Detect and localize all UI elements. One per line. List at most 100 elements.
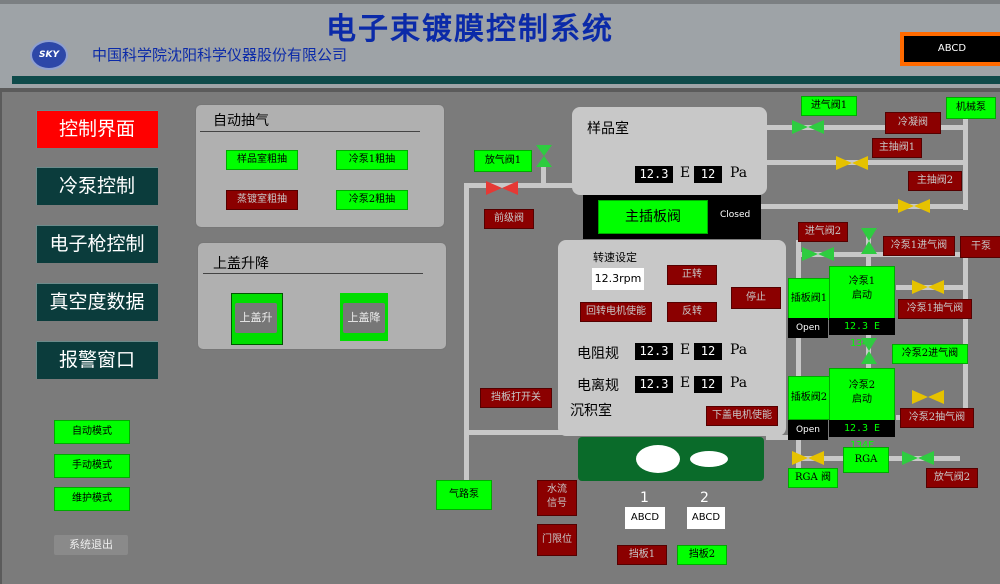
vent-valve-2-button[interactable]: 放气阀2 <box>926 468 978 488</box>
main-pump-valve-2-icon[interactable] <box>898 198 930 213</box>
shutter-1-button[interactable]: 挡板1 <box>617 545 667 565</box>
company-logo: SKY <box>30 40 68 70</box>
cp1-pump-valve-button[interactable]: 冷泵1抽气阀 <box>898 299 972 319</box>
sample-pressure-unit: Pa <box>730 165 748 181</box>
nav-vacuum[interactable]: 真空度数据 <box>36 283 158 321</box>
cp2-inlet-valve-icon[interactable] <box>858 338 880 364</box>
lid-down-button[interactable]: 上盖降 <box>343 303 385 333</box>
nav-cold-pump[interactable]: 冷泵控制 <box>36 167 158 205</box>
crucible-1 <box>636 445 680 473</box>
speed-label: 转速设定 <box>593 251 637 264</box>
mech-pump-button[interactable]: 机械泵 <box>946 97 996 119</box>
vent-valve-1-button[interactable]: 放气阀1 <box>474 150 532 172</box>
crucible-2 <box>690 451 728 467</box>
ion-mantissa: 12.3 <box>635 376 673 393</box>
inlet-valve-2-button[interactable]: 进气阀2 <box>798 222 848 242</box>
nav-control[interactable]: 控制界面 <box>36 110 158 148</box>
nav-alarm[interactable]: 报警窗口 <box>36 341 158 379</box>
inlet-valve-1-button[interactable]: 进气阀1 <box>801 96 857 116</box>
gate-valve-2-button[interactable]: 插板阀2 <box>788 376 830 420</box>
ion-e: E <box>680 375 691 391</box>
condense-valve-button[interactable]: 冷凝阀 <box>885 112 941 134</box>
gate-valve-2-state: Open <box>788 420 828 440</box>
rotor-enable-button[interactable]: 回转电机使能 <box>580 302 652 322</box>
cp2-pump-valve-button[interactable]: 冷泵2抽气阀 <box>900 408 974 428</box>
pipe <box>766 435 796 440</box>
main-gate-valve-button[interactable]: 主插板阀 <box>598 200 708 234</box>
main-pump-valve-1-button[interactable]: 主抽阀1 <box>872 138 922 158</box>
lid-motor-enable-button[interactable]: 下盖电机使能 <box>706 406 778 426</box>
resist-gauge-label: 电阻规 <box>577 346 619 362</box>
top-strip <box>0 0 1000 4</box>
reverse-button[interactable]: 反转 <box>667 302 717 322</box>
cold-pump-2-button[interactable]: 冷泵2 启动 <box>829 368 895 424</box>
divider <box>203 273 423 274</box>
pipe <box>464 430 564 435</box>
nav-egun[interactable]: 电子枪控制 <box>36 225 158 263</box>
vent-valve-1-icon[interactable] <box>533 145 555 167</box>
resist-mantissa: 12.3 <box>635 343 673 360</box>
main-pump-valve-1-icon[interactable] <box>836 155 868 170</box>
rga-valve-button[interactable]: RGA 阀 <box>788 468 838 488</box>
rga-button[interactable]: RGA <box>843 447 889 473</box>
cp1-rough-button[interactable]: 冷泵1粗抽 <box>336 150 408 170</box>
gate-valve-1-button[interactable]: 插板阀1 <box>788 278 830 320</box>
dry-pump-button[interactable]: 干泵 <box>960 236 1000 258</box>
shutter-2-number: 2 <box>700 490 709 506</box>
sample-chamber-label: 样品室 <box>587 121 629 137</box>
door-limit: 门限位 <box>537 524 577 556</box>
lid-title: 上盖升降 <box>213 256 269 272</box>
gas-pump-button[interactable]: 气路泵 <box>436 480 492 510</box>
page-title: 电子束镀膜控制系统 <box>326 12 614 47</box>
cold-pump-1-button[interactable]: 冷泵1 启动 <box>829 266 895 326</box>
shutter-1-number: 1 <box>640 490 649 506</box>
baffle-open-button[interactable]: 挡板打开关 <box>480 388 552 408</box>
cp1-inlet-valve-button[interactable]: 冷泵1进气阀 <box>883 236 955 256</box>
resist-exponent: 12 <box>694 343 722 360</box>
status-box: ABCD <box>904 36 1000 62</box>
lid-up-button[interactable]: 上盖升 <box>235 303 277 333</box>
cp2-inlet-valve-button[interactable]: 冷泵2进气阀 <box>892 344 968 364</box>
stop-button[interactable]: 停止 <box>731 287 781 309</box>
cp2-rough-button[interactable]: 冷泵2粗抽 <box>336 190 408 210</box>
header-divider <box>12 76 1000 84</box>
ion-gauge-label: 电离规 <box>577 378 619 394</box>
exit-button[interactable]: 系统退出 <box>54 535 128 555</box>
speed-input[interactable]: 12.3rpm <box>592 268 644 290</box>
evap-rough-button[interactable]: 蒸镀室粗抽 <box>226 190 298 210</box>
fore-valve-icon[interactable] <box>486 180 518 195</box>
company-name: 中国科学院沈阳科学仪器股份有限公司 <box>92 46 348 64</box>
forward-button[interactable]: 正转 <box>667 265 717 285</box>
maintenance-mode-button[interactable]: 维护模式 <box>54 487 130 511</box>
sample-pressure-e: E <box>680 165 691 181</box>
header-bar <box>0 0 1000 88</box>
auto-pump-title: 自动抽气 <box>213 113 269 129</box>
cp2-pump-valve-icon[interactable] <box>912 389 944 404</box>
vent-valve-2-icon[interactable] <box>902 450 934 465</box>
divider <box>200 131 420 132</box>
pipe <box>963 110 968 210</box>
deposition-label: 沉积室 <box>570 403 612 419</box>
fore-valve-button[interactable]: 前级阀 <box>484 209 534 229</box>
ion-exponent: 12 <box>694 376 722 393</box>
sample-pressure-exponent: 12 <box>694 166 722 183</box>
sample-pressure-mantissa: 12.3 <box>635 166 673 183</box>
pipe <box>796 252 966 257</box>
cold-pump-2-value: 12.3 E 134F <box>829 420 895 451</box>
main-pump-valve-2-button[interactable]: 主抽阀2 <box>908 171 962 191</box>
shutter-2-button[interactable]: 挡板2 <box>677 545 727 565</box>
pipe <box>758 204 968 209</box>
pipe <box>541 160 546 186</box>
inlet-valve-1-icon[interactable] <box>792 119 824 134</box>
cp1-inlet-valve-icon[interactable] <box>858 228 880 254</box>
rga-valve-icon[interactable] <box>792 450 824 465</box>
inlet-valve-2-icon[interactable] <box>802 246 834 261</box>
shutter-1-value: ABCD <box>625 507 665 529</box>
manual-mode-button[interactable]: 手动模式 <box>54 454 130 478</box>
pipe <box>766 125 966 130</box>
cp1-pump-valve-icon[interactable] <box>912 279 944 294</box>
water-signal: 水流 信号 <box>537 480 577 516</box>
ion-unit: Pa <box>730 375 748 391</box>
auto-mode-button[interactable]: 自动模式 <box>54 420 130 444</box>
sample-rough-button[interactable]: 样品室粗抽 <box>226 150 298 170</box>
